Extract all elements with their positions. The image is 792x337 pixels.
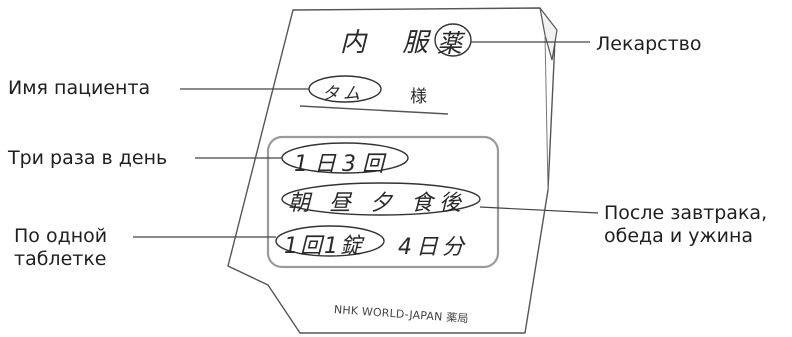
callout-patient-name: Имя пациента bbox=[8, 77, 151, 99]
callout-medicine: Лекарство bbox=[596, 33, 702, 55]
dosage-timing: 朝 昼 夕 食後 bbox=[288, 191, 467, 216]
honorific: 様 bbox=[410, 87, 427, 107]
dosage-frequency: 1日3回 bbox=[294, 152, 390, 177]
bag-title: 内 服 bbox=[340, 28, 443, 58]
callout-one-tablet: По одной таблетке bbox=[14, 225, 107, 271]
bag-fold bbox=[539, 7, 558, 61]
circle-one-tablet bbox=[275, 225, 385, 257]
callout-one-tablet-line2: таблетке bbox=[14, 248, 107, 270]
bag-title-circled: 薬 bbox=[437, 29, 463, 58]
circle-after-meals bbox=[281, 182, 481, 216]
patient-name: タム bbox=[322, 84, 364, 104]
duration: 4日分 bbox=[398, 235, 468, 260]
circle-medicine bbox=[434, 23, 472, 57]
callout-after-meals-line1: После завтрака, bbox=[604, 202, 768, 224]
leader-after-meals bbox=[479, 206, 599, 214]
callout-one-tablet-line1: По одной bbox=[14, 225, 108, 247]
callout-after-meals-line2: обеда и ужина bbox=[604, 225, 754, 247]
callout-after-meals: После завтрака, обеда и ужина bbox=[604, 202, 767, 248]
dosage-amount: 1回1錠 bbox=[284, 234, 364, 259]
name-underline bbox=[299, 105, 449, 115]
bag-fold-edge bbox=[544, 34, 549, 191]
callout-three-times-daily: Три раза в день bbox=[8, 147, 168, 169]
dosage-panel bbox=[266, 135, 500, 269]
